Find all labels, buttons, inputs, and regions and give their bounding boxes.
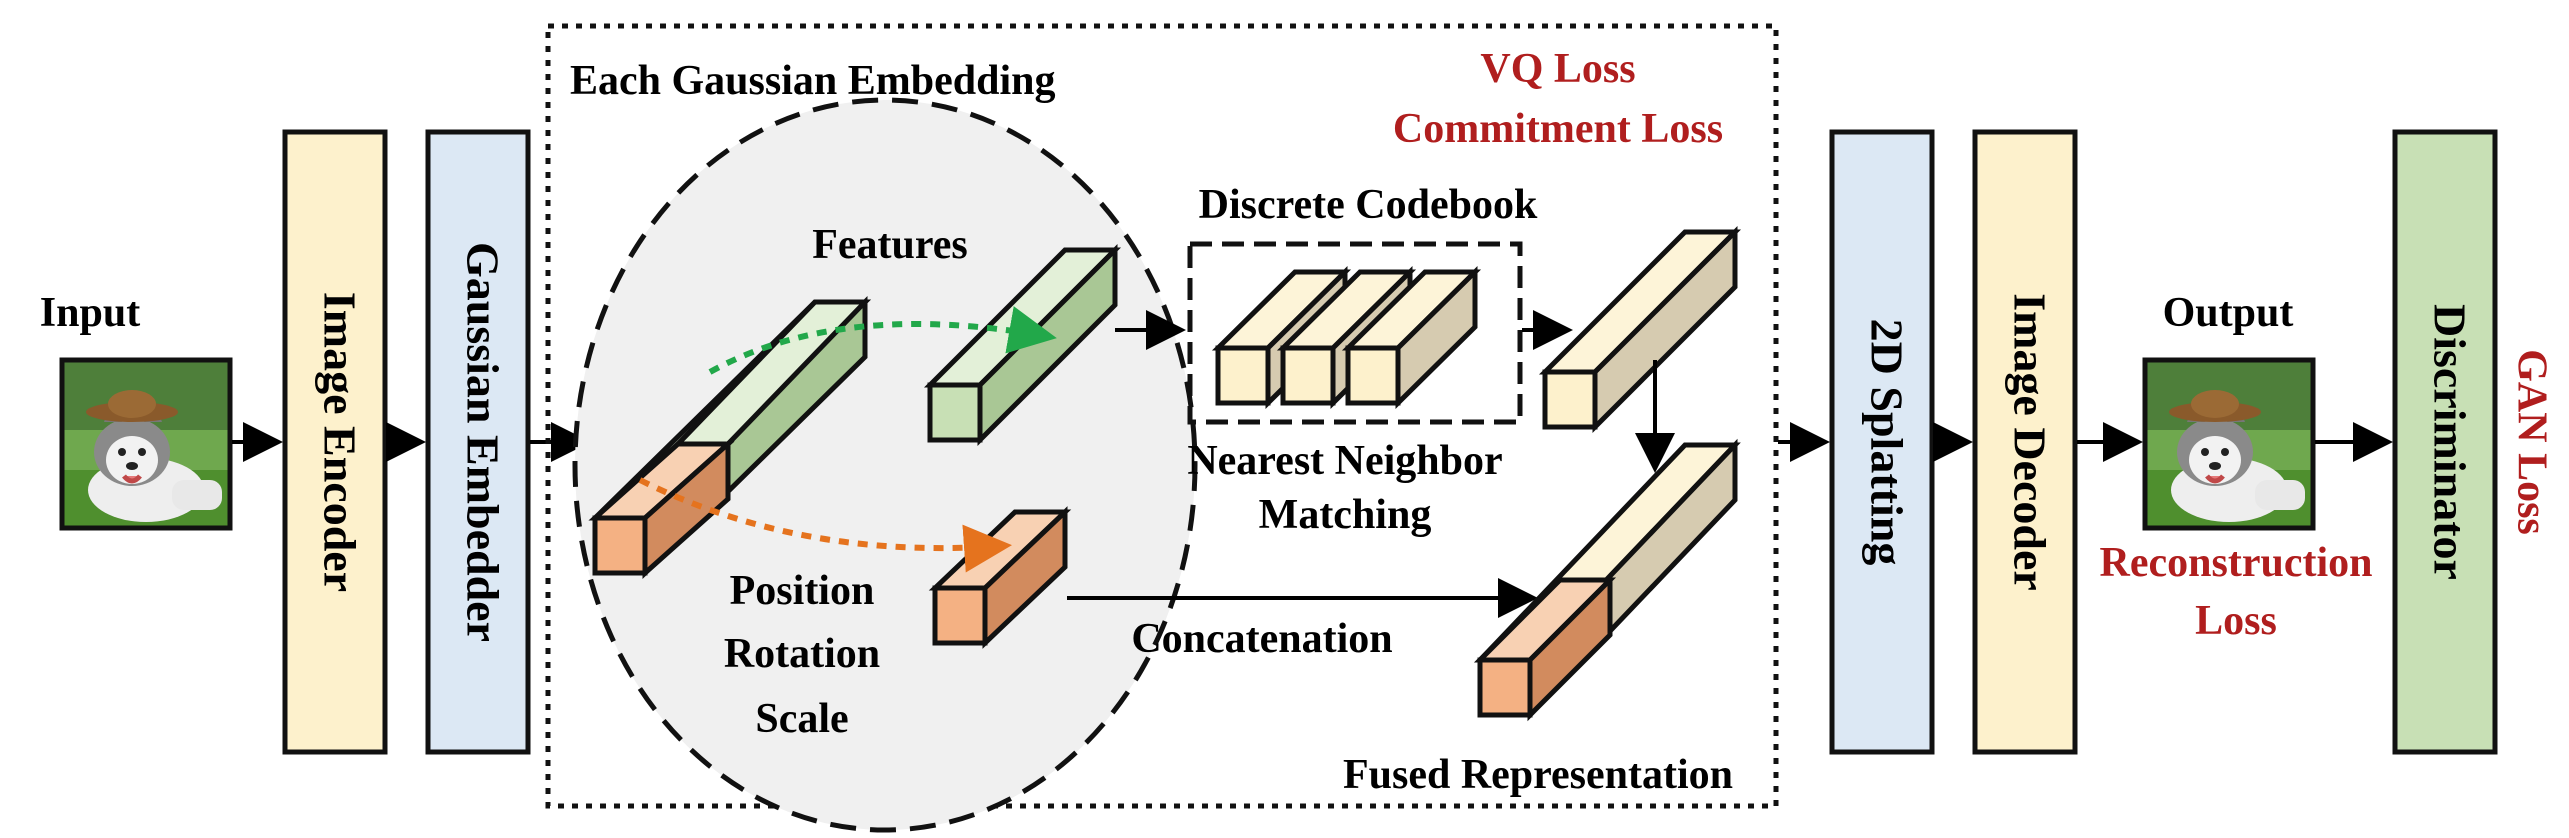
- image-decoder-block: Image Decoder: [1972, 129, 2078, 755]
- position-split-arrow: [638, 477, 1012, 573]
- embedding-title: Each Gaussian Embedding: [570, 58, 1056, 104]
- position-segment-front: [592, 515, 648, 576]
- output-label: Output: [2163, 290, 2294, 336]
- discriminator-label: Discriminator: [2424, 304, 2475, 580]
- gan-loss-label: GAN Loss: [2508, 349, 2554, 535]
- quantized-feature-bar: [1538, 225, 1742, 434]
- reconstruction-loss-line1: Reconstruction: [2100, 540, 2373, 586]
- discriminator-block: Discriminator: [2392, 129, 2498, 755]
- fused-label: Fused Representation: [1343, 752, 1733, 798]
- gaussian-embedder-label: Gaussian Embedder: [457, 242, 508, 642]
- image-encoder-label: Image Encoder: [314, 292, 365, 592]
- feature-split-arrow: [708, 306, 1057, 375]
- embedding-box: [545, 23, 1779, 809]
- reconstruction-loss-line2: Loss: [2195, 598, 2277, 644]
- splatting-label: 2D Splatting: [1861, 319, 1912, 566]
- concatenation-label: Concatenation: [1131, 616, 1392, 662]
- nn-matching-line1: Nearest Neighbor: [1187, 438, 1502, 484]
- codebook-entry-3: [1341, 266, 1482, 409]
- output-image: [2142, 357, 2316, 531]
- splatting-block: 2D Splatting: [1829, 129, 1935, 755]
- gaussian-vector: [588, 296, 872, 579]
- image-encoder-block: Image Encoder: [282, 129, 388, 755]
- scale-label: Scale: [755, 696, 848, 742]
- fused-representation-bar: [1473, 438, 1741, 722]
- input-label: Input: [40, 290, 140, 336]
- image-decoder-label: Image Decoder: [2004, 293, 2055, 591]
- codebook-box: [1187, 241, 1523, 425]
- codebook-title: Discrete Codebook: [1199, 182, 1538, 228]
- features-label: Features: [812, 222, 968, 268]
- commitment-loss-label: Commitment Loss: [1393, 106, 1723, 152]
- vq-loss-label: VQ Loss: [1480, 46, 1635, 92]
- input-image: [59, 357, 233, 531]
- position-label: Position: [730, 568, 875, 614]
- nn-matching-line2: Matching: [1259, 492, 1432, 538]
- gaussian-embedder-block: Gaussian Embedder: [425, 129, 531, 755]
- rotation-label: Rotation: [724, 631, 880, 677]
